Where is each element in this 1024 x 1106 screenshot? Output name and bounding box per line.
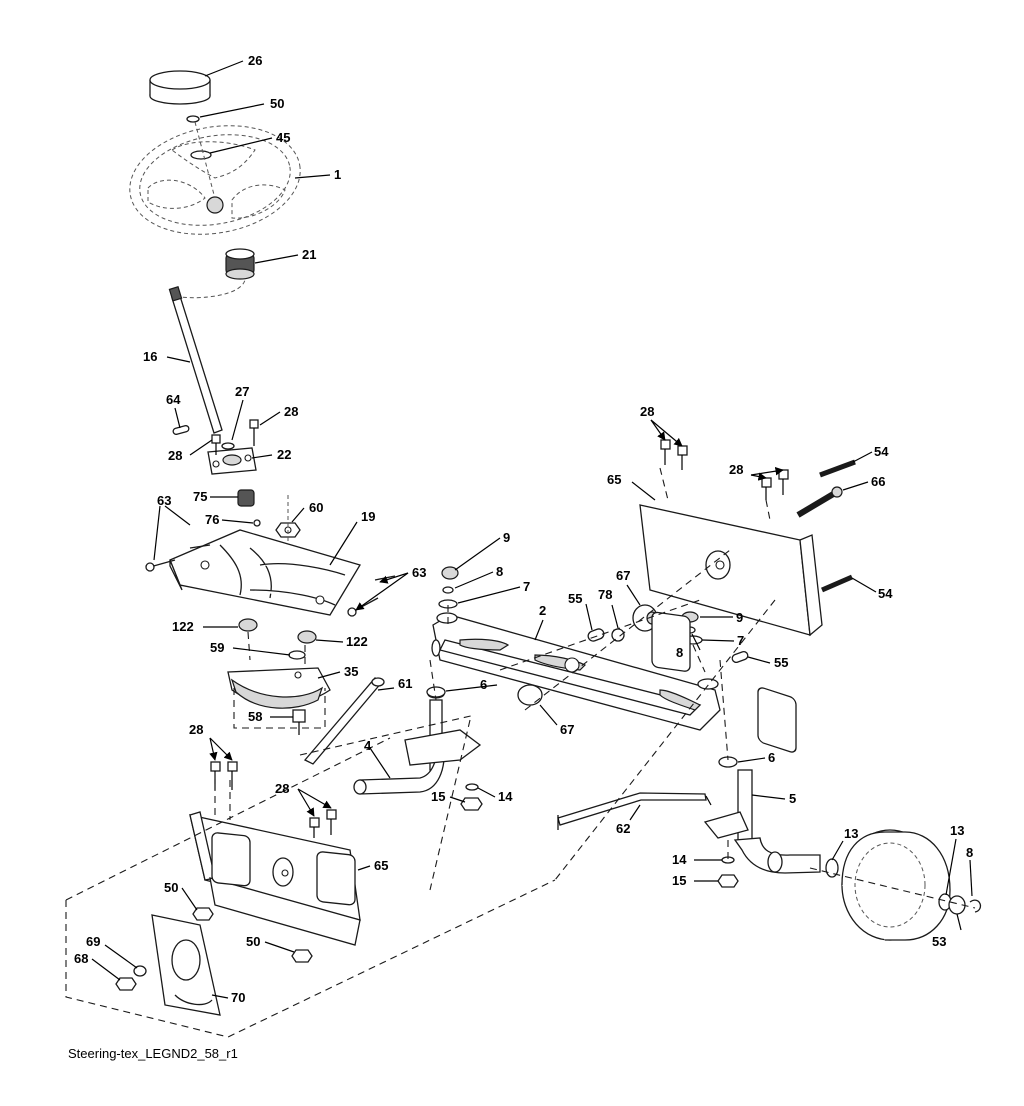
bolt [660,439,789,500]
callout-label: 50 [164,880,178,895]
sector-gear [227,667,331,709]
callout-label: 53 [932,934,946,949]
spacer [587,628,749,664]
callout-label: 13 [950,823,964,838]
callout-label: 27 [235,384,249,399]
callout-label: 55 [774,655,788,670]
drag-link [303,677,385,765]
callout-label: 28 [640,404,654,419]
bushing [426,686,446,698]
steering-plate [169,529,361,616]
callout-label: 19 [361,509,375,524]
callout-label: 6 [480,677,487,692]
mounting-plate [151,914,221,1016]
callout-label: 65 [607,472,621,487]
wheel-washer [186,115,219,211]
callout-label: 9 [736,610,743,625]
left-spindle [353,689,482,795]
steering-shaft [168,286,223,434]
wheel-washers [825,858,982,915]
shaft-bracket [207,447,257,475]
callout-label: 78 [598,587,612,602]
callout-label: 14 [672,852,687,867]
nut [192,907,313,963]
callout-label: 22 [277,447,291,462]
bolt [796,459,856,593]
callout-label: 28 [275,781,289,796]
callout-label: 68 [74,951,88,966]
callout-label: 60 [309,500,323,515]
diagram-caption: Steering-tex_LEGND2_58_r1 [68,1046,238,1061]
callout-label: 122 [346,634,368,649]
callout-label: 66 [871,474,885,489]
bolt [211,419,259,455]
callout-label: 50 [270,96,284,111]
callout-label: 13 [844,826,858,841]
steering-wheel [129,125,301,235]
callout-label: 63 [412,565,426,580]
callout-label: 15 [672,873,686,888]
callout-label: 5 [789,791,796,806]
pinion-gear [237,489,261,527]
assembly-guide-lines [65,467,776,1038]
axle-pivot-parts [438,566,459,609]
callout-label: 14 [498,789,513,804]
front-axle [431,612,721,731]
callout-leaders [91,60,973,999]
washer [115,965,147,991]
callout-label: 122 [172,619,194,634]
steering-bushing [225,248,255,280]
callout-label: 58 [248,709,262,724]
callout-label: 54 [874,444,889,459]
callout-label: 8 [966,845,973,860]
callout-label: 76 [205,512,219,527]
callout-label: 59 [210,640,224,655]
right-spindle [703,756,821,874]
callout-label: 7 [523,579,530,594]
callout-label: 65 [374,858,388,873]
callout-label: 70 [231,990,245,1005]
callout-label: 8 [496,564,503,579]
bushing [238,618,317,660]
callout-label: 6 [768,750,775,765]
bolt [292,709,306,735]
callout-label: 28 [189,722,203,737]
callout-label: 9 [503,530,510,545]
callout-label: 28 [284,404,298,419]
callout-label: 64 [166,392,181,407]
callout-label: 69 [86,934,100,949]
left-frame-bracket [189,811,361,946]
callout-label: 67 [560,722,574,737]
callout-label: 35 [344,664,358,679]
nut [717,856,739,888]
callout-label: 16 [143,349,157,364]
callout-label: 45 [276,130,290,145]
callout-label: 21 [302,247,316,262]
callout-label: 62 [616,821,630,836]
callout-labels: 26 50 45 1 21 16 64 27 28 28 22 75 76 60… [74,53,973,1005]
pin [172,425,190,435]
callout-label: 2 [539,603,546,618]
callout-label: 28 [729,462,743,477]
callout-label: 75 [193,489,207,504]
callout-label: 50 [246,934,260,949]
front-tire [841,829,951,941]
callout-label: 15 [431,789,445,804]
callout-label: 67 [616,568,630,583]
callout-label: 4 [364,738,372,753]
callout-label: 28 [168,448,182,463]
callout-label: 63 [157,493,171,508]
steering-wheel-cap [149,70,211,105]
callout-label: 54 [878,586,893,601]
callout-label: 55 [568,591,582,606]
callout-label: 7 [737,633,744,648]
callout-label: 61 [398,676,412,691]
callout-label: 26 [248,53,262,68]
tie-rod [557,792,712,830]
right-frame-bracket [639,504,823,753]
callout-label: 8 [676,645,683,660]
nut [460,783,483,811]
callout-label: 1 [334,167,341,182]
